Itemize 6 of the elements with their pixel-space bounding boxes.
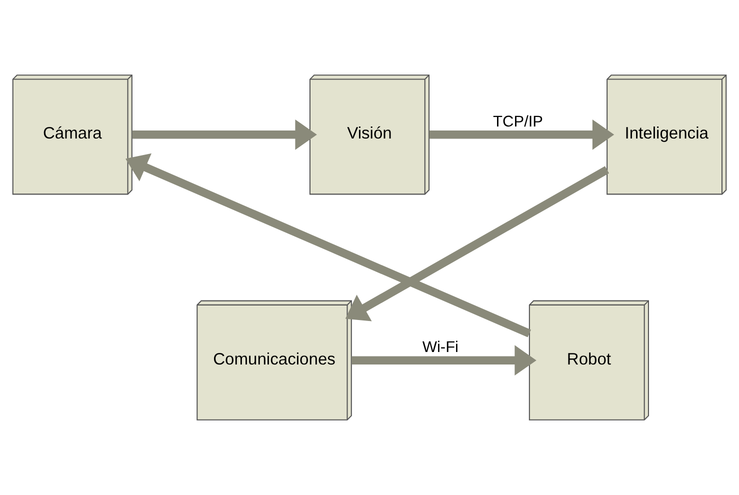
arrow	[352, 345, 536, 376]
arrow	[345, 166, 610, 322]
arrow	[132, 119, 317, 150]
edge-label: TCP/IP	[493, 113, 544, 130]
arrow	[429, 119, 614, 150]
edge-label: Wi-Fi	[422, 339, 459, 356]
